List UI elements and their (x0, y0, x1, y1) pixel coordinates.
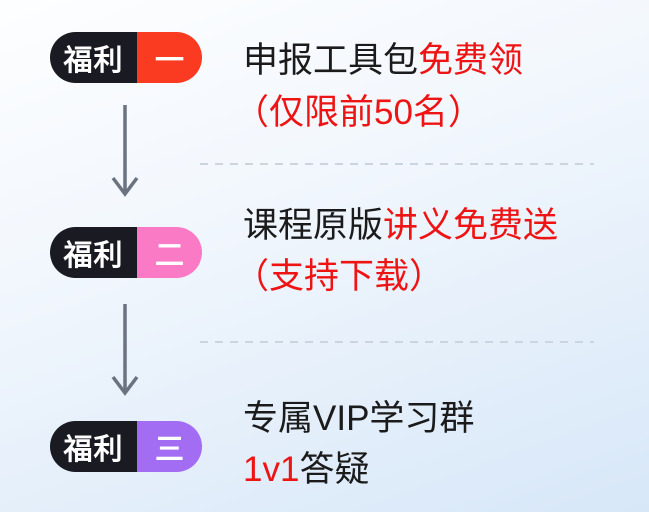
badge-number: 一 (137, 32, 202, 83)
benefit-3-subtitle: 1v1答疑 (243, 449, 369, 491)
badge-label: 福利 (50, 32, 137, 83)
benefit-badge-3: 福利 三 (50, 421, 202, 472)
benefit-3-title: 专属VIP学习群 (243, 398, 474, 440)
badge-label: 福利 (50, 421, 137, 472)
badge-number: 三 (137, 421, 202, 472)
benefit-1-title-red: 免费领 (418, 41, 524, 80)
dashed-divider (200, 163, 594, 165)
benefit-1-title: 申报工具包免费领 (243, 40, 523, 82)
down-arrow-icon (110, 303, 140, 398)
benefit-1-subtitle-red: （仅限前50名） (234, 93, 483, 132)
benefit-2-title: 课程原版讲义免费送 (243, 205, 558, 247)
benefit-1-title-dark: 申报工具包 (243, 41, 419, 80)
benefit-badge-1: 福利 一 (50, 32, 202, 83)
badge-number: 二 (137, 227, 202, 278)
dashed-divider (200, 341, 594, 343)
benefit-badge-2: 福利 二 (50, 227, 202, 278)
benefit-3-title-dark: 专属VIP学习群 (243, 399, 475, 438)
benefit-3-subtitle-dark: 答疑 (299, 450, 370, 489)
benefit-3-subtitle-red: 1v1 (243, 450, 300, 489)
down-arrow-icon (110, 104, 140, 199)
benefit-2-subtitle: （支持下载） (234, 256, 444, 298)
badge-label: 福利 (50, 227, 137, 278)
benefit-2-title-red: 讲义免费送 (383, 206, 559, 245)
benefit-1-subtitle: （仅限前50名） (234, 92, 483, 134)
benefit-2-title-dark: 课程原版 (243, 206, 384, 245)
benefit-2-subtitle-red: （支持下载） (234, 257, 445, 296)
